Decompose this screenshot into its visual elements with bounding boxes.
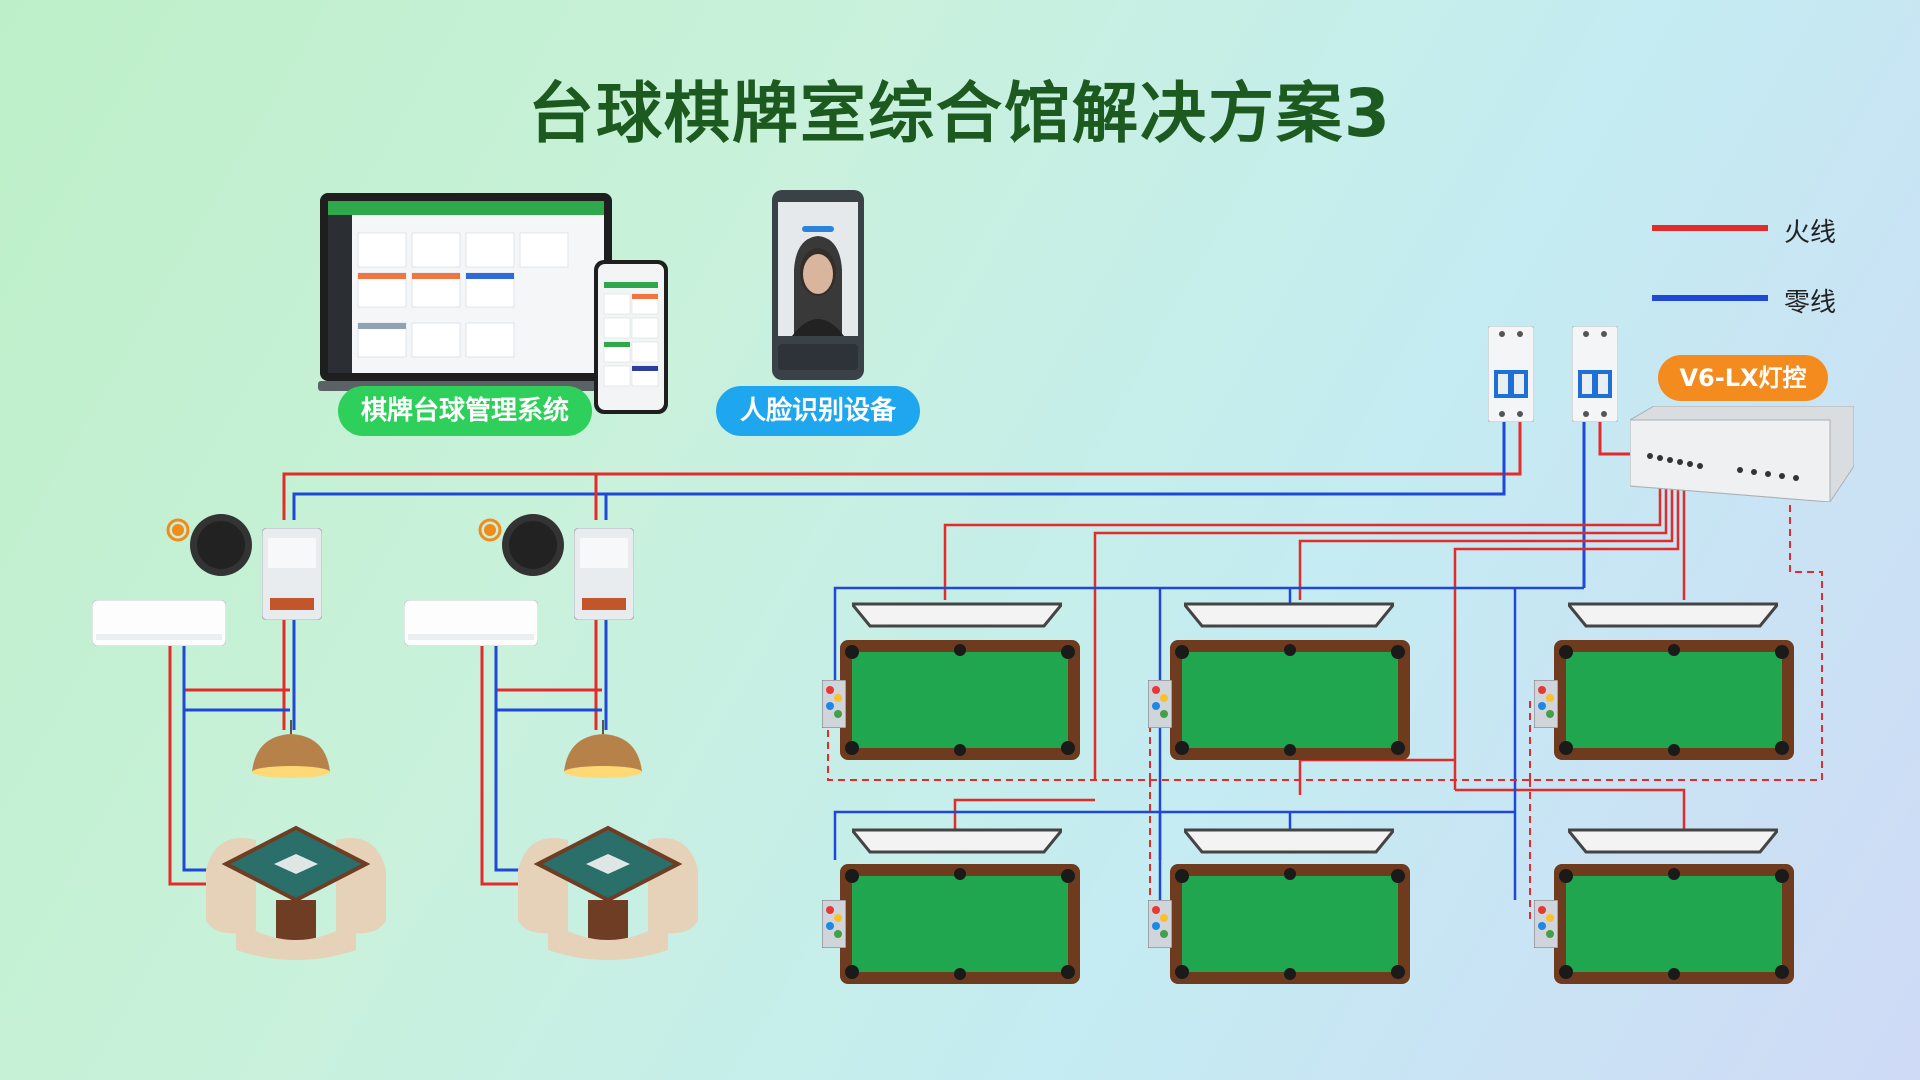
ball-rack-icon xyxy=(1534,680,1558,728)
billiard-table-icon xyxy=(840,640,1080,760)
circuit-breaker-icon xyxy=(1488,326,1534,422)
sound-icon xyxy=(478,518,502,542)
pendant-lamp-icon xyxy=(564,720,642,778)
light-controller-box-icon xyxy=(1630,406,1854,502)
mahjong-table-icon xyxy=(206,825,386,960)
billiard-table-icon xyxy=(1554,640,1794,760)
billiard-lamp-icon xyxy=(1184,828,1394,854)
billiard-lamp-icon xyxy=(1568,602,1778,628)
face-device-label: 人脸识别设备 xyxy=(716,386,920,436)
live-bus xyxy=(282,420,1522,520)
billiard-lamp-icon xyxy=(852,602,1062,628)
sound-icon xyxy=(166,518,190,542)
billiard-lamp-icon xyxy=(1568,828,1778,854)
billiard-lamp-icon xyxy=(1184,602,1394,628)
ball-rack-icon xyxy=(1534,900,1558,948)
relay-controller-icon xyxy=(574,528,634,620)
speaker-icon xyxy=(502,514,564,576)
face-recognition-device-icon xyxy=(772,190,864,380)
speaker-icon xyxy=(190,514,252,576)
page-title: 台球棋牌室综合馆解决方案3 xyxy=(528,75,1392,152)
circuit-breaker-icon xyxy=(1572,326,1618,422)
billiard-table-icon xyxy=(840,864,1080,984)
ball-rack-icon xyxy=(822,900,846,948)
neutral-bus xyxy=(292,420,1506,520)
light-controller-label: V6-LX灯控 xyxy=(1658,355,1828,401)
ball-rack-icon xyxy=(1148,680,1172,728)
legend-neutral-label: 零线 xyxy=(1784,288,1837,318)
pendant-lamp-icon xyxy=(252,720,330,778)
ball-rack-icon xyxy=(822,680,846,728)
legend-live-label: 火线 xyxy=(1784,218,1837,248)
relay-controller-icon xyxy=(262,528,322,620)
ball-rack-icon xyxy=(1148,900,1172,948)
mahjong-table-icon xyxy=(518,825,698,960)
laptop-icon xyxy=(318,193,614,391)
billiard-lamp-icon xyxy=(852,828,1062,854)
billiard-table-icon xyxy=(1554,864,1794,984)
billiard-table-icon xyxy=(1170,864,1410,984)
air-conditioner-icon xyxy=(92,600,226,646)
billiard-table-icon xyxy=(1170,640,1410,760)
smartphone-icon xyxy=(594,260,668,414)
air-conditioner-icon xyxy=(404,600,538,646)
management-system-label: 棋牌台球管理系统 xyxy=(338,386,592,436)
